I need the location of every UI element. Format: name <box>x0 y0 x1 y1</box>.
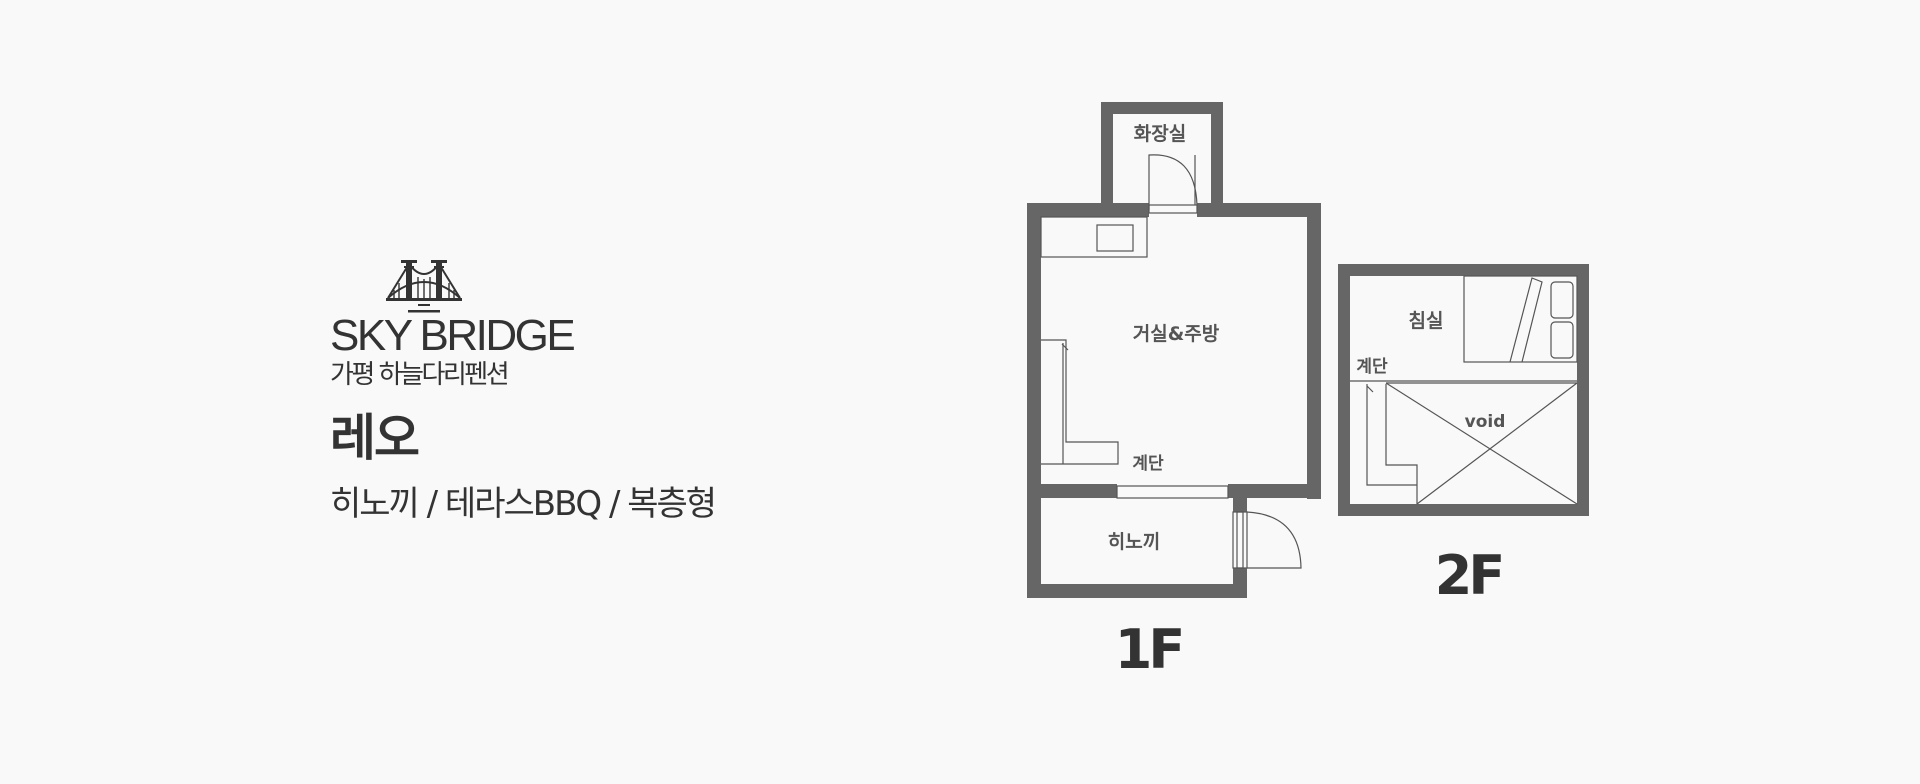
bridge-logo-icon <box>386 260 462 313</box>
room-label-void: void <box>1465 412 1506 432</box>
room-label-stairs-1f: 계단 <box>1132 454 1164 474</box>
brand-name: SKY BRIDGE <box>330 311 576 360</box>
room-label-hinoki: 히노끼 <box>1108 531 1160 553</box>
floor-2-plan: 침실 계단 void 2F <box>1338 264 1589 607</box>
room-features: 히노끼 / 테라스BBQ / 복층형 <box>330 484 717 524</box>
floor-2-walls <box>1338 264 1589 516</box>
room-label-living-kitchen: 거실&주방 <box>1133 323 1220 345</box>
floor-1-fixtures <box>1040 154 1302 569</box>
room-label-bedroom: 침실 <box>1409 310 1444 332</box>
brand-subtitle: 가평 하늘다리펜션 <box>330 360 510 390</box>
floor-2-fixtures <box>1350 275 1578 505</box>
room-label-bathroom: 화장실 <box>1134 123 1186 145</box>
floor-label-2f: 2F <box>1435 544 1502 607</box>
floor-1-walls <box>1027 102 1321 598</box>
floor-label-1f: 1F <box>1115 618 1182 681</box>
room-name: 레오 <box>330 409 420 467</box>
floor-1-plan: 화장실 거실&주방 계단 히노끼 1F <box>1027 102 1321 681</box>
room-label-stairs-2f: 계단 <box>1356 357 1388 377</box>
